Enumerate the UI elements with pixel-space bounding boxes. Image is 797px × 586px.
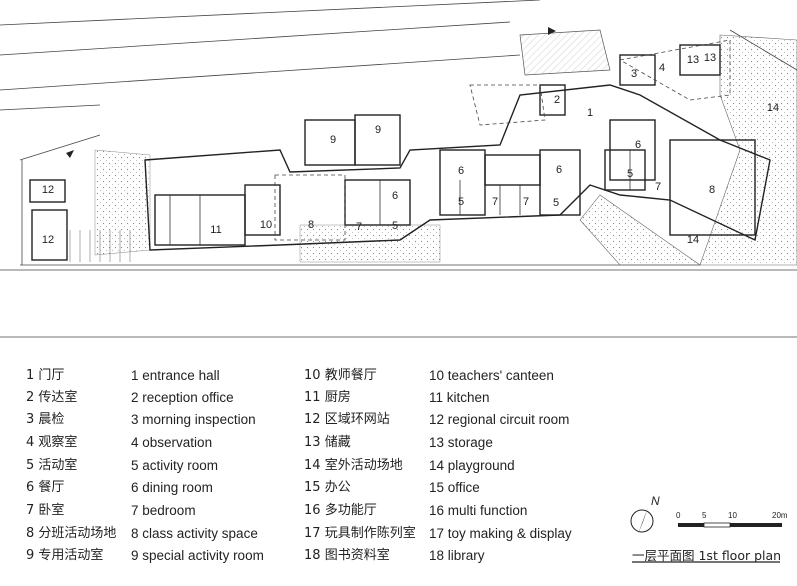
parking-stripes	[69, 230, 131, 262]
room-label: 11	[210, 224, 221, 236]
dashed-outlines	[274, 39, 731, 241]
room-label: 12	[42, 234, 54, 246]
room-label: 5	[627, 168, 633, 180]
room-label: 7	[356, 221, 362, 233]
room-label: 6	[635, 139, 641, 151]
room-label: 13	[704, 52, 716, 64]
svg-text:0: 0	[676, 511, 681, 520]
room-label: 5	[392, 220, 398, 232]
room-label: 1	[587, 107, 593, 119]
room-label: 12	[42, 184, 54, 196]
entrance-arrow-icon	[66, 27, 556, 158]
room-label: 8	[709, 184, 715, 196]
scale-bar: 0 5 10 20m	[676, 511, 788, 528]
room-label: 6	[392, 190, 398, 202]
svg-text:20m: 20m	[772, 511, 788, 520]
room-label: 2	[554, 94, 560, 106]
room-label: 13	[687, 54, 699, 66]
north-arrow-icon: N	[630, 494, 660, 534]
landscape-areas	[94, 29, 797, 266]
room-label: 5	[458, 196, 464, 208]
svg-text:N: N	[651, 494, 660, 508]
svg-text:5: 5	[702, 511, 707, 520]
svg-text:10: 10	[728, 511, 737, 520]
room-label: 5	[553, 197, 559, 209]
room-labels: 1 2 3 4 5 5 5 5 6 6 6 6 7 7 7 7 8 8 9 9 …	[42, 52, 779, 246]
room-label: 4	[659, 62, 665, 74]
room-label: 7	[492, 196, 498, 208]
room-label: 9	[375, 124, 381, 136]
room-label: 7	[655, 181, 661, 193]
room-label: 14	[767, 102, 779, 114]
building-walls	[29, 44, 771, 261]
interior-partitions	[169, 150, 631, 245]
site-road-lines	[0, 0, 797, 338]
room-label: 6	[556, 164, 562, 176]
room-label: 10	[260, 219, 272, 231]
room-label: 8	[308, 219, 314, 231]
room-label: 6	[458, 165, 464, 177]
room-label: 9	[330, 134, 336, 146]
room-label: 7	[523, 196, 529, 208]
room-label: 3	[631, 68, 637, 80]
room-label: 14	[687, 234, 699, 246]
